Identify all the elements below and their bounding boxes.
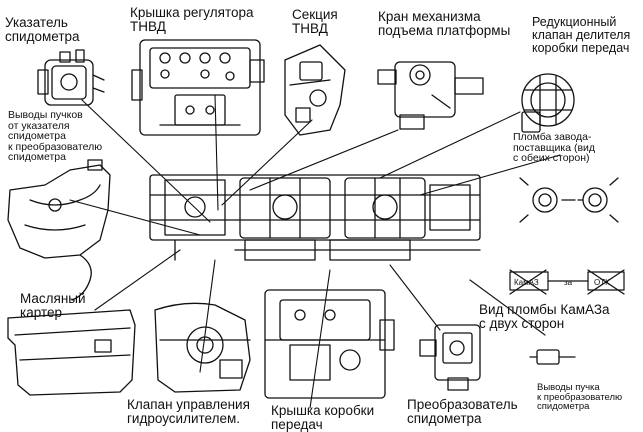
kamaz-tag-left: КамАЗ bbox=[514, 278, 539, 287]
label-speedometer-converter: Преобразователь спидометра bbox=[407, 397, 518, 427]
power-steering-valve-drawing bbox=[154, 302, 251, 393]
kamaz-seal-drawing bbox=[509, 269, 625, 295]
pump-section-drawing bbox=[284, 44, 346, 136]
platform-crane-drawing bbox=[377, 61, 484, 130]
label-reduction-valve: Редукционный клапан делителя коробки пер… bbox=[532, 15, 631, 56]
speedometer-wiring-drawing bbox=[7, 159, 111, 301]
label-kamaz-seal-view: Вид пломбы КамАЗа с двух сторон bbox=[479, 302, 610, 332]
converter-leads-drawing bbox=[529, 349, 576, 365]
leader-lines bbox=[69, 94, 561, 409]
governor-cover-drawing bbox=[131, 39, 265, 136]
gearbox-cover-drawing bbox=[264, 289, 395, 399]
factory-seal-drawing bbox=[519, 177, 619, 223]
label-bundle-leads-indicator: Выводы пучков от указателя спидометра к … bbox=[8, 109, 103, 163]
label-pump-section: Секция ТНВД bbox=[292, 7, 338, 37]
kamaz-tag-text: КамАЗ за ОТК bbox=[514, 278, 610, 287]
label-bundle-leads-converter: Выводы пучка к преобразователю спидометр… bbox=[537, 382, 623, 412]
label-speedometer-indicator: Указатель спидометра bbox=[5, 15, 80, 45]
label-power-steering-valve: Клапан управления гидроусилителем. bbox=[127, 397, 250, 427]
reduction-valve-drawing bbox=[521, 73, 575, 133]
label-platform-crane: Кран механизма подъема платформы bbox=[378, 9, 511, 39]
kamaz-tag-middle: за bbox=[564, 278, 573, 287]
kamaz-tag-right: ОТК bbox=[594, 278, 610, 287]
oil-pan-drawing bbox=[7, 309, 136, 396]
label-factory-seal: Пломба завода- поставщика (вид с обеих с… bbox=[513, 131, 596, 164]
label-oil-pan: Масляный картер bbox=[20, 291, 86, 321]
speedometer-converter-drawing bbox=[419, 324, 481, 391]
chassis-frame-drawing bbox=[149, 174, 481, 261]
label-governor-cover: Крышка регулятора ТНВД bbox=[130, 5, 254, 35]
label-gearbox-cover: Крышка коробки передач bbox=[271, 403, 375, 432]
speedometer-indicator-drawing bbox=[37, 49, 105, 106]
